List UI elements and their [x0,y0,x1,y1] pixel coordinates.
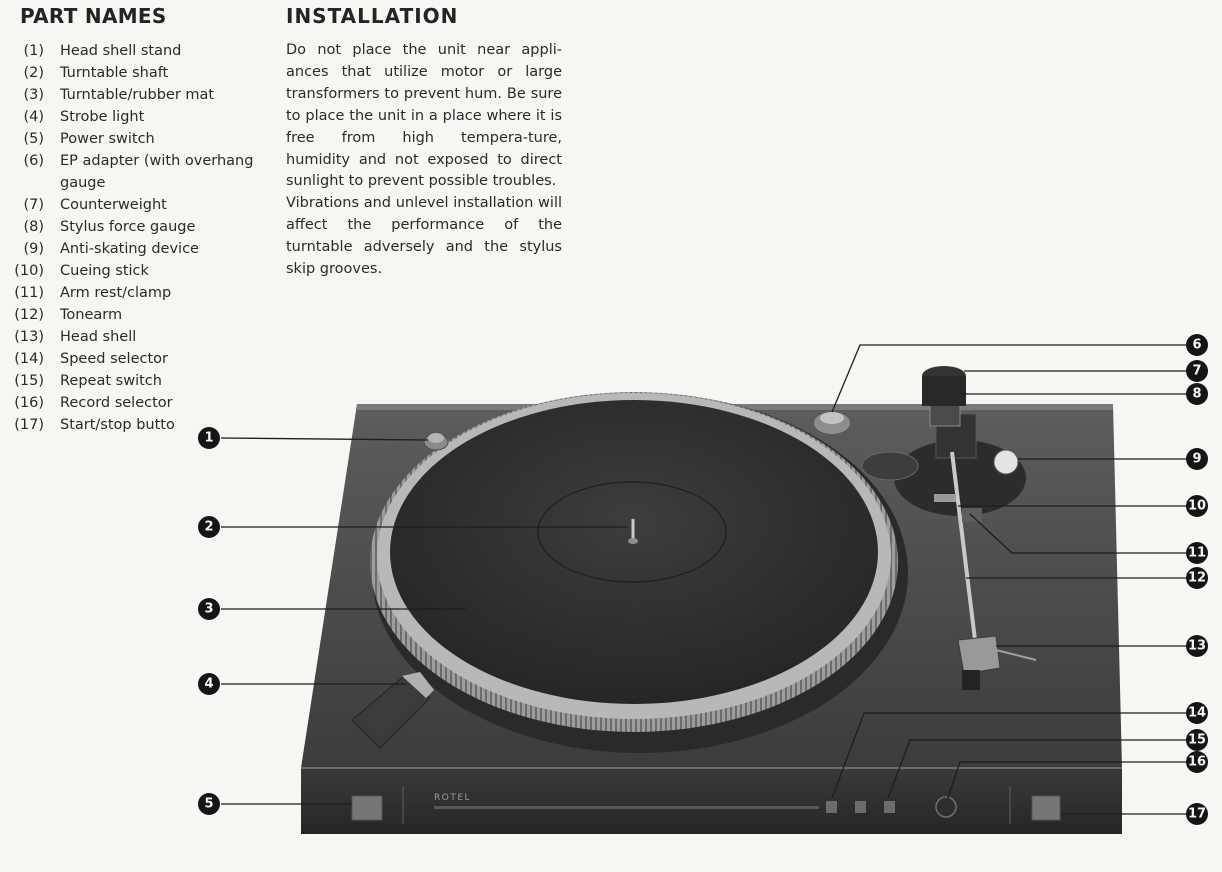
cartridge [962,670,980,690]
part-number: (14) [4,348,44,370]
part-name: EP adapter (with overhang gauge [60,150,275,194]
cabinet-front-panel [301,768,1122,834]
anti-skating-knob [994,450,1018,474]
speed-selector-button [855,801,866,813]
installation-paragraph: Do not place the unit near appli-ances t… [286,40,562,193]
callout-number: 1 [204,431,213,446]
part-name: Speed selector [60,348,275,370]
callout-number: 15 [1188,733,1206,748]
part-number: (7) [4,194,44,216]
start-stop-button [1032,796,1060,820]
callout-number: 3 [204,602,213,617]
part-name: Tonearm [60,304,275,326]
part-number: (9) [4,238,44,260]
part-number: (13) [4,326,44,348]
callout-number: 7 [1192,364,1201,379]
callout-number: 8 [1192,387,1201,402]
callout-number: 16 [1188,755,1206,770]
part-names-heading: PART NAMES [20,4,167,28]
callout-number: 11 [1188,546,1206,561]
counterweight-body [922,376,966,406]
callout-number: 4 [204,677,213,692]
ep-adapter-top [820,412,844,424]
part-number: (3) [4,84,44,106]
power-switch [352,796,382,820]
part-name: Arm rest/clamp [60,282,275,304]
callout-number: 12 [1188,571,1206,586]
head-shell-stand-top [428,433,444,443]
part-number: (10) [4,260,44,282]
callout-number: 10 [1188,499,1206,514]
part-name: Repeat switch [60,370,275,392]
part-number: (6) [4,150,44,172]
part-number: (2) [4,62,44,84]
part-name: Head shell stand [60,40,275,62]
model-info-stripe [434,806,819,809]
part-name: Strobe light [60,106,275,128]
brand-logo: ROTEL [434,793,471,803]
part-name: Turntable/rubber mat [60,84,275,106]
record-selector-knob [936,797,956,817]
part-number: (16) [4,392,44,414]
repeat-switch-button [884,801,895,813]
callout-number: 14 [1188,706,1206,721]
part-number: (17) [4,414,44,436]
part-name: Power switch [60,128,275,150]
callout-number: 6 [1192,338,1201,353]
callout-number: 13 [1188,639,1206,654]
part-number: (15) [4,370,44,392]
callout-number: 17 [1188,807,1206,822]
part-number: (12) [4,304,44,326]
anti-skating-plate [862,452,918,480]
part-name: Turntable shaft [60,62,275,84]
installation-text: Do not place the unit near appli-ances t… [286,40,562,281]
part-number: (5) [4,128,44,150]
stylus-force-gauge [930,404,960,426]
part-number: (11) [4,282,44,304]
rubber-mat [390,400,878,704]
part-number: (8) [4,216,44,238]
part-name: Counterweight [60,194,275,216]
platter [370,392,908,753]
installation-heading: INSTALLATION [286,4,458,28]
part-name: Start/stop butto [60,414,275,436]
part-name: Head shell [60,326,275,348]
callout-number: 9 [1192,452,1201,467]
shaft-base [628,538,638,544]
callout-number: 5 [204,797,213,812]
part-name: Cueing stick [60,260,275,282]
cueing-stick [934,494,956,502]
part-number: (1) [4,40,44,62]
part-name: Record selector [60,392,275,414]
part-name: Stylus force gauge [60,216,275,238]
head-shell [958,636,1000,674]
installation-paragraph: Vibrations and unlevel installation will… [286,193,562,281]
callout-line-6 [832,345,1186,412]
speed-selector-button [826,801,837,813]
part-name: Anti-skating device [60,238,275,260]
part-number: (4) [4,106,44,128]
callout-number: 2 [204,520,213,535]
